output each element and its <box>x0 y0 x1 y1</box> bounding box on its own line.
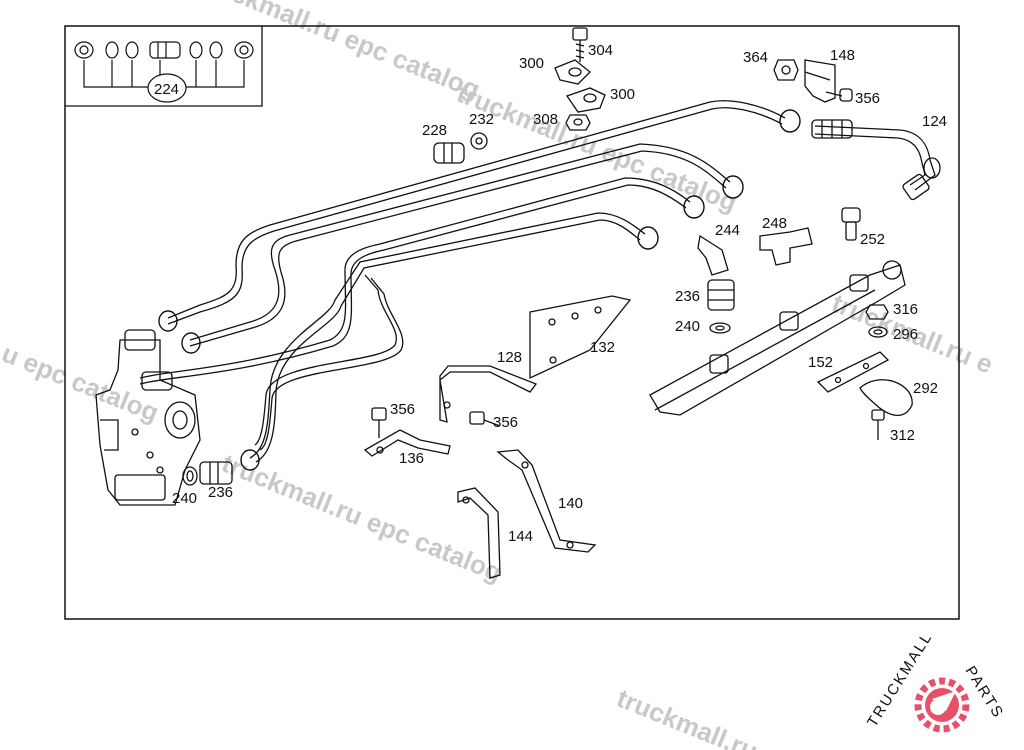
watermark-left: u epc catalog <box>0 338 163 428</box>
pipe-4 <box>249 212 646 459</box>
hose-124 <box>811 119 941 201</box>
label-356-mid: 356 <box>493 414 518 431</box>
fittings-center <box>697 207 861 334</box>
pipe-3-inner <box>139 184 687 385</box>
fittings-left <box>182 461 233 486</box>
pipe-1-inner <box>167 107 783 325</box>
fittings-228-232 <box>433 132 488 164</box>
label-144: 144 <box>508 528 533 545</box>
clip-set-300 <box>554 27 606 131</box>
label-300-bottom: 300 <box>610 86 635 103</box>
pipe-4-lower-inner <box>259 277 404 451</box>
label-356-top: 356 <box>855 90 880 107</box>
watermark-bottom: truckmall.ru epc <box>613 683 810 750</box>
brackets <box>363 295 913 579</box>
label-128: 128 <box>497 349 522 366</box>
distribution-block <box>649 260 906 416</box>
label-224: 224 <box>154 81 179 98</box>
label-316: 316 <box>893 301 918 318</box>
label-132: 132 <box>590 339 615 356</box>
label-356-left: 356 <box>390 401 415 418</box>
brake-pipes <box>139 100 801 471</box>
label-304: 304 <box>588 42 613 59</box>
label-236-left: 236 <box>208 484 233 501</box>
label-228: 228 <box>422 122 447 139</box>
pipe-1 <box>167 100 786 319</box>
label-140: 140 <box>558 495 583 512</box>
watermark-top: ckmall.ru epc catalog <box>228 0 484 105</box>
label-244: 244 <box>715 222 740 239</box>
bracket-148 <box>773 59 853 103</box>
watermark-lower: truckmall.ru epc catalog <box>218 448 507 588</box>
label-148: 148 <box>830 47 855 64</box>
pipe-4-inner <box>255 219 641 463</box>
label-236-right: 236 <box>675 288 700 305</box>
label-312: 312 <box>890 427 915 444</box>
pipe-2 <box>189 143 731 341</box>
brake-valve <box>95 329 201 506</box>
label-152: 152 <box>808 354 833 371</box>
label-248: 248 <box>762 215 787 232</box>
label-296: 296 <box>893 326 918 343</box>
label-308: 308 <box>533 111 558 128</box>
watermarks: ckmall.ru epc catalog truckmall.ru epc c… <box>0 0 997 750</box>
label-240-left: 240 <box>172 490 197 507</box>
label-124: 124 <box>922 113 947 130</box>
label-232: 232 <box>469 111 494 128</box>
label-300-top: 300 <box>519 55 544 72</box>
logo-text-dark: TRUCKMALL <box>864 629 936 730</box>
logo-text-accent: PARTS <box>962 663 1007 722</box>
logo-gear-icon <box>914 677 970 733</box>
label-136: 136 <box>399 450 424 467</box>
pipe-3 <box>139 177 691 379</box>
pipe-4-lower <box>254 274 397 446</box>
label-240-right: 240 <box>675 318 700 335</box>
pipe-2-inner <box>189 150 727 347</box>
part-labels: 224 304 300 300 308 364 148 356 124 228 … <box>154 42 947 545</box>
label-292: 292 <box>913 380 938 397</box>
label-252: 252 <box>860 231 885 248</box>
label-364: 364 <box>743 49 768 66</box>
diagram-frame <box>64 25 960 620</box>
inset-224 <box>65 26 263 107</box>
truckmall-parts-logo: TRUCKMALL PARTS <box>864 629 1007 733</box>
